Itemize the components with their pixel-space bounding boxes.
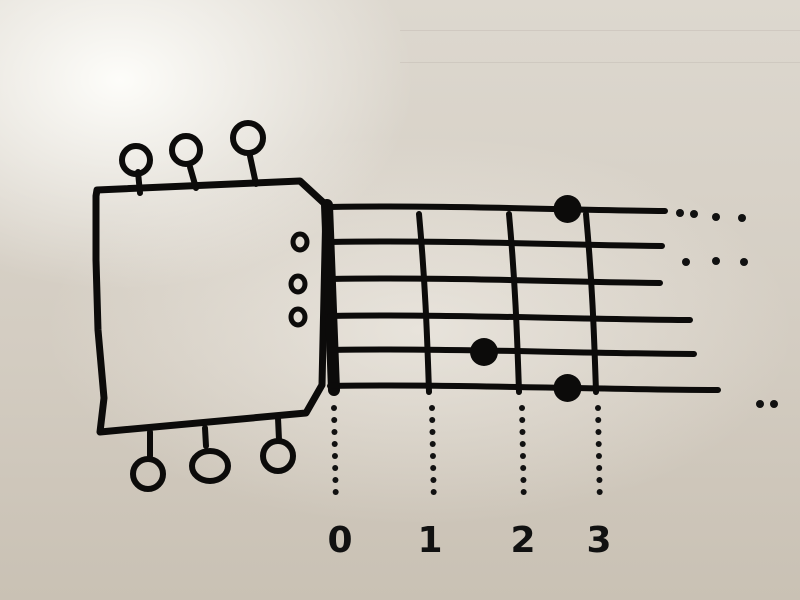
guide-dot <box>429 429 436 435</box>
guide-dot <box>430 477 437 483</box>
nut <box>321 199 340 396</box>
fret-label: 2 <box>510 520 536 561</box>
fret-label: 0 <box>327 520 353 561</box>
guide-dot <box>520 465 527 471</box>
guide-dot <box>595 441 602 447</box>
guide-dot <box>595 453 602 459</box>
tuning-peg-icon <box>169 133 203 167</box>
continuation-dot <box>756 400 764 408</box>
continuation-dot <box>712 257 720 265</box>
fret-label: 1 <box>417 520 443 561</box>
guide-dot <box>596 489 603 495</box>
guide-dot <box>429 441 436 447</box>
string-line <box>327 346 697 357</box>
continuation-dot <box>690 210 698 218</box>
guide-dot <box>429 417 436 423</box>
continuation-dot <box>676 209 684 217</box>
fret-line <box>506 211 522 395</box>
guide-dot <box>429 453 436 459</box>
tuning-peg-icon <box>288 273 308 295</box>
guide-dot <box>595 429 602 435</box>
string-line <box>327 382 721 393</box>
continuation-dot <box>738 214 746 222</box>
tuning-peg-icon <box>119 143 153 177</box>
guide-dot <box>519 429 526 435</box>
guide-dot <box>331 429 338 435</box>
guide-dot <box>332 465 339 471</box>
tuning-peg-icon <box>130 456 166 492</box>
finger-position-dots <box>470 195 582 402</box>
peg-stem <box>275 415 282 443</box>
guide-dot <box>519 405 525 411</box>
tuning-peg-icon <box>189 448 231 484</box>
continuation-dot <box>712 213 720 221</box>
peg-stem <box>187 164 199 191</box>
bottom-tuning-pegs <box>130 415 296 492</box>
continuation-dot <box>740 258 748 266</box>
guide-dot <box>595 417 602 423</box>
guide-dot <box>429 405 435 411</box>
guide-dot <box>596 477 603 483</box>
guide-dot <box>331 405 337 411</box>
fret-label: 3 <box>586 520 612 561</box>
paper-rule-line <box>400 62 800 63</box>
guide-dot <box>332 489 339 495</box>
guide-dot <box>595 405 601 411</box>
finger-dot <box>470 338 498 366</box>
tuning-peg-icon <box>260 438 296 474</box>
guide-dot <box>430 489 437 495</box>
top-tuning-pegs <box>119 120 266 196</box>
fret-line <box>416 211 432 395</box>
guide-dot <box>596 465 603 471</box>
guide-dot <box>331 417 338 423</box>
guide-dot <box>520 477 527 483</box>
guide-dot <box>430 465 437 471</box>
guide-dot <box>332 477 339 483</box>
side-tuning-pegs <box>288 231 310 328</box>
paper-rule-line <box>400 30 800 31</box>
string-continuation-dots <box>676 209 778 408</box>
guide-dot <box>519 453 526 459</box>
guide-dot <box>520 489 527 495</box>
continuation-dot <box>770 400 778 408</box>
peg-stem <box>202 425 209 449</box>
guide-dot <box>331 453 338 459</box>
finger-dot <box>553 374 582 402</box>
guide-dot <box>519 441 526 447</box>
guide-dot <box>519 417 526 423</box>
strings <box>327 203 721 393</box>
guide-dot <box>331 441 338 447</box>
tuning-peg-icon <box>230 120 266 156</box>
fret-line <box>583 211 599 395</box>
finger-dot <box>553 195 582 223</box>
tuning-peg-icon <box>288 306 308 328</box>
headstock-outline <box>92 177 330 436</box>
peg-stem <box>247 153 259 187</box>
string-line <box>327 275 663 286</box>
fret-guide-dots <box>331 405 603 495</box>
string-line <box>327 238 665 249</box>
tuning-peg-icon <box>290 231 310 253</box>
continuation-dot <box>682 258 690 266</box>
string-line <box>327 203 668 214</box>
string-line <box>327 312 693 323</box>
frets <box>416 211 599 395</box>
